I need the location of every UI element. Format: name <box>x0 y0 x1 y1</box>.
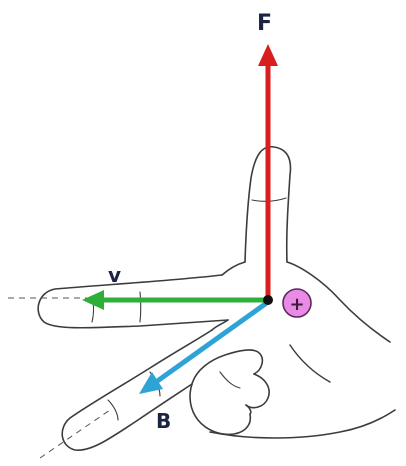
positive-charge-icon: + <box>283 289 311 317</box>
origin-point <box>263 295 273 305</box>
field-vector <box>156 302 268 382</box>
curl-crease <box>220 372 240 388</box>
velocity-arrowhead <box>82 290 104 310</box>
palm-top <box>222 262 245 275</box>
force-arrowhead <box>258 44 278 66</box>
pinky-finger-outline <box>190 384 250 434</box>
ring-finger-outline <box>192 350 262 384</box>
middle-finger-outline <box>62 330 212 450</box>
ring-finger-tip <box>246 374 269 408</box>
velocity-label: v <box>108 263 121 287</box>
finger-knuckle <box>246 405 251 414</box>
force-label: F <box>257 11 272 36</box>
palm-crease <box>290 345 330 382</box>
charge-symbol: + <box>289 294 304 315</box>
middle-crease-1 <box>108 400 118 420</box>
field-label: B <box>156 409 171 433</box>
index-crease-2 <box>140 292 141 322</box>
